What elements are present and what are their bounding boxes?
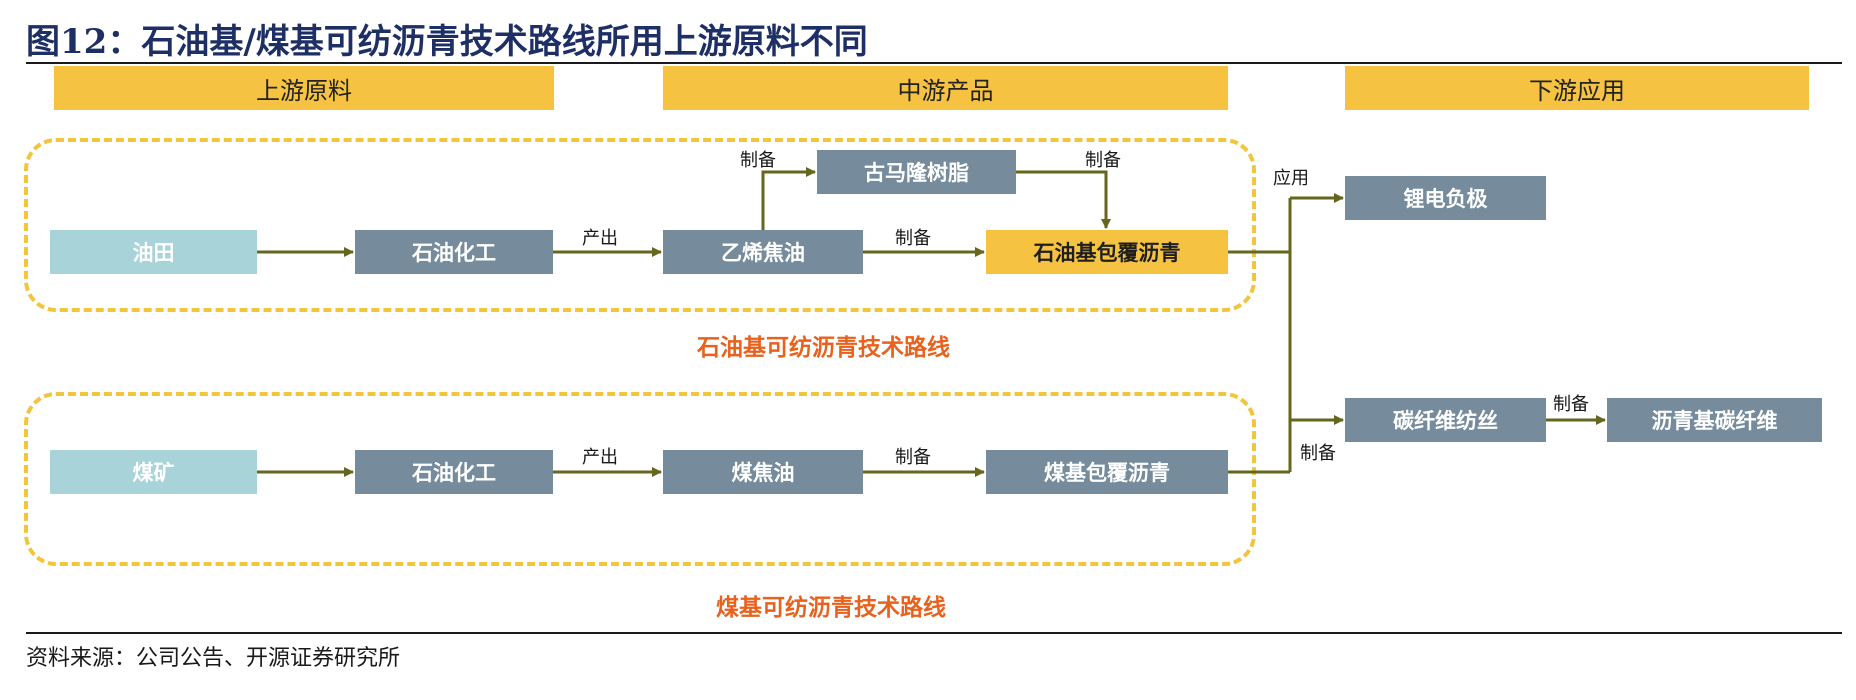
- node-coal-coated-pitch: 煤基包覆沥青: [986, 450, 1228, 494]
- footer-rule: [26, 632, 1842, 634]
- node-pitch-carbon-fiber: 沥青基碳纤维: [1607, 398, 1822, 442]
- header-upstream: 上游原料: [54, 66, 554, 110]
- edge-label-apply: 应用: [1273, 168, 1309, 189]
- header-downstream: 下游应用: [1345, 66, 1809, 110]
- petroleum-route-box: [24, 138, 1256, 312]
- node-coumarone-resin: 古马隆树脂: [817, 150, 1016, 194]
- edge-label-prepare-resin: 制备: [740, 150, 776, 171]
- edge-label-prepare-coal: 制备: [895, 447, 931, 468]
- edge-label-prepare-petroleum: 制备: [895, 228, 931, 249]
- header-midstream: 中游产品: [663, 66, 1228, 110]
- node-coal-mine: 煤矿: [50, 450, 257, 494]
- source-note: 资料来源：公司公告、开源证券研究所: [26, 646, 401, 671]
- petroleum-route-label: 石油基可纺沥青技术路线: [697, 335, 950, 361]
- node-ethylene-tar: 乙烯焦油: [663, 230, 863, 274]
- coal-route-box: [24, 392, 1256, 566]
- node-petroleum-coated-pitch: 石油基包覆沥青: [986, 230, 1228, 274]
- node-fiber-spinning: 碳纤维纺丝: [1345, 398, 1546, 442]
- node-coal-tar: 煤焦油: [663, 450, 863, 494]
- title-rule: [26, 62, 1842, 64]
- node-li-anode: 锂电负极: [1345, 176, 1546, 220]
- edge-label-produce-coal: 产出: [582, 447, 618, 468]
- node-oilfield: 油田: [50, 230, 257, 274]
- edge-label-produce-petroleum: 产出: [582, 228, 618, 249]
- edge-label-prepare-carbon-fiber: 制备: [1553, 394, 1589, 415]
- edge-label-prepare-resin-pitch: 制备: [1085, 150, 1121, 171]
- edge-label-prepare-fiber: 制备: [1300, 443, 1336, 464]
- figure-title: 图12：石油基/煤基可纺沥青技术路线所用上游原料不同: [26, 22, 868, 62]
- coal-route-label: 煤基可纺沥青技术路线: [716, 595, 946, 621]
- node-petrochem-coal: 石油化工: [355, 450, 553, 494]
- node-petrochem-petroleum: 石油化工: [355, 230, 553, 274]
